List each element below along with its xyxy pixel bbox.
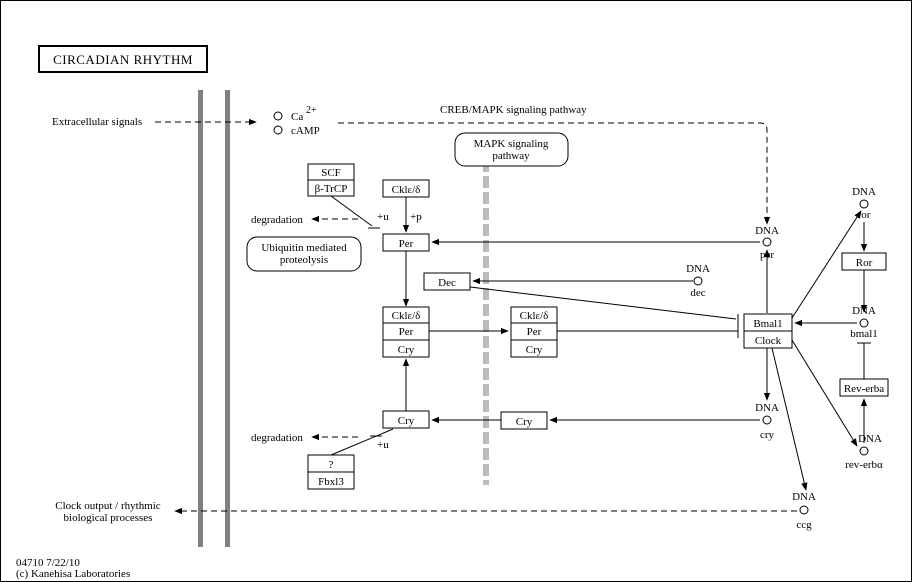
rev-erba-gene-label: rev-erbα [845,459,883,471]
edge-clock-to-ccg [771,347,808,491]
unknown-fbxl3-complex[interactable]: ? Fbxl3 [307,454,355,490]
svg-text:Cry: Cry [516,416,533,428]
ccg-gene-label: ccg [796,519,812,531]
svg-text:CIRCADIAN RHYTHM: CIRCADIAN RHYTHM [53,52,193,67]
cell-membrane-inner [225,90,230,547]
svg-text:β-TrCP: β-TrCP [315,183,348,195]
svg-text:Ubiquitin mediated: Ubiquitin mediated [261,242,347,254]
ckle-per-cry-complex-nucleus[interactable]: Cklε/δ Per Cry [510,306,558,358]
camp-node[interactable] [273,125,283,135]
ror-dna-label: DNA [852,186,876,198]
ckle-per-cry-complex-cytoplasm[interactable]: Cklε/δ Per Cry [382,306,430,358]
bmal1-clock-complex[interactable]: Bmal1 Clock [743,313,793,349]
svg-text:Cklε/δ: Cklε/δ [392,310,421,322]
dec-box[interactable]: Dec [423,272,471,291]
rev-erba-dna-node[interactable] [859,446,869,456]
svg-text:Cry: Cry [398,344,415,356]
svg-text:Cry: Cry [526,344,543,356]
copyright-label: (c) Kanehisa Laboratories [16,568,130,580]
svg-text:Clock: Clock [755,335,782,347]
bmal1-gene-label: bmal1 [850,328,878,340]
rev-erba-dna-label: DNA [858,433,882,445]
cry-left-box[interactable]: Cry [382,410,430,429]
camp-label: cAMP [291,125,320,137]
ca-label: Ca [291,111,303,123]
svg-text:Rev-erba: Rev-erba [844,383,884,395]
edge-scf-to-per [330,195,373,227]
creb-mapk-pathway-label[interactable]: CREB/MAPK signaling pathway [440,104,587,116]
edge-clock-to-rev-erba [791,339,858,447]
cry-dna-label: DNA [755,402,779,414]
ccg-dna-node[interactable] [799,505,809,515]
degradation-label-top: degradation [251,214,303,226]
cell-membrane-outer [198,90,203,547]
ccg-dna-label: DNA [792,491,816,503]
svg-text:pathway: pathway [492,150,530,162]
svg-text:Cklε/δ: Cklε/δ [392,184,421,196]
svg-text:proteolysis: proteolysis [280,254,328,266]
svg-text:Per: Per [527,326,542,338]
svg-text:?: ? [329,459,334,471]
svg-text:Dec: Dec [438,277,456,289]
svg-text:Cry: Cry [398,415,415,427]
clock-output-label-1: Clock output / rhythmic [55,500,161,512]
scf-btrcp-complex[interactable]: SCF β-TrCP [307,163,355,197]
per-top-box[interactable]: Per [382,233,430,252]
per-dna-node[interactable] [762,237,772,247]
clock-output-label-2: biological processes [64,512,153,524]
degradation-label-bottom: degradation [251,432,303,444]
svg-text:Cklε/δ: Cklε/δ [520,310,549,322]
dec-gene-label: dec [690,287,705,299]
ca-superscript: 2+ [306,105,317,116]
cry-gene-label: cry [760,429,775,441]
edge-bmal1-to-ror [791,210,862,319]
edge-fbxl3-to-cry [330,428,394,456]
svg-text:Per: Per [399,326,414,338]
cry-mid-box[interactable]: Cry [500,411,548,430]
ror-dna-node[interactable] [859,199,869,209]
ckle-top-box[interactable]: Cklε/δ [382,179,430,198]
svg-text:Fbxl3: Fbxl3 [318,476,344,488]
per-dna-label: DNA [755,225,779,237]
svg-text:SCF: SCF [321,167,341,179]
plus-p-label-top: +p [410,211,422,223]
ubiquitin-mediated-proteolysis-link[interactable]: Ubiquitin mediated proteolysis [246,236,362,272]
rev-erba-box[interactable]: Rev-erba [839,378,889,397]
dec-dna-label: DNA [686,263,710,275]
plus-u-label-bottom: +u [377,439,389,451]
bmal1-dna-label: DNA [852,305,876,317]
ror-gene-label: ror [858,209,871,221]
mapk-signaling-pathway-link[interactable]: MAPK signaling pathway [454,132,569,167]
edge-creb-mapk-to-per-dna [338,122,771,225]
dec-dna-node[interactable] [693,276,703,286]
map-title: CIRCADIAN RHYTHM [38,45,208,73]
plus-u-label-top: +u [377,211,389,223]
ca-node[interactable] [273,111,283,121]
ror-box[interactable]: Ror [841,252,887,271]
map-id-label: 04710 7/22/10 [16,557,80,569]
bmal1-dna-node[interactable] [859,318,869,328]
svg-text:Bmal1: Bmal1 [753,318,782,330]
svg-text:Per: Per [399,238,414,250]
extracellular-signals-label: Extracellular signals [52,116,142,128]
edge-dec-inhibits-bmal1 [469,286,737,320]
cry-dna-node[interactable] [762,415,772,425]
svg-text:Ror: Ror [856,257,873,269]
svg-text:MAPK signaling: MAPK signaling [474,138,549,150]
